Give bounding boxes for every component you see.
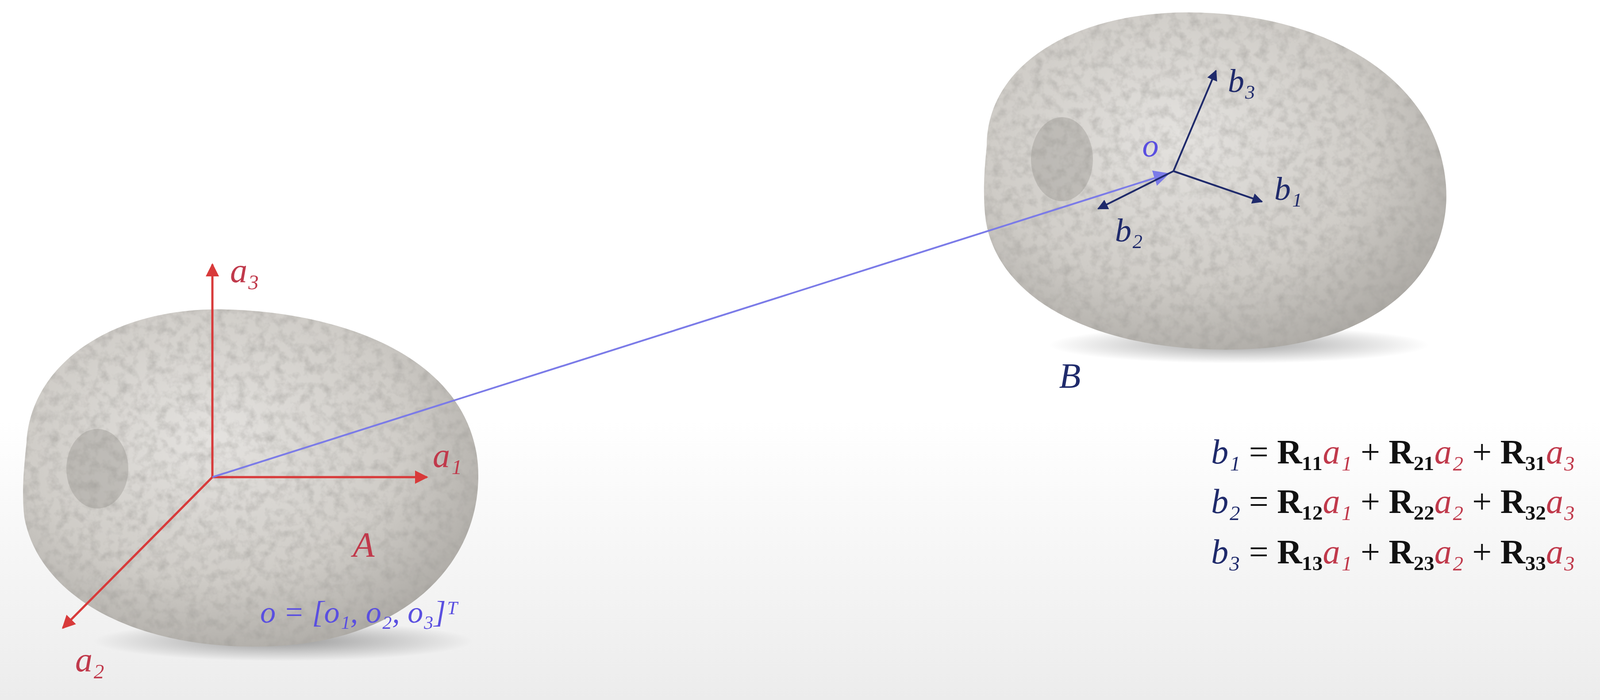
axis-label: a₁ (432, 435, 462, 476)
rotation-equation: b₃ = R₁₃a₁ + R₂₃a₂ + R₃₃a₃ (1211, 532, 1576, 573)
equation-term: R₂₃ (1388, 532, 1435, 572)
vector-definition: o = [o₁, o₂, o₃]ᵀ (260, 595, 458, 631)
equation-term: R₁₃ (1276, 532, 1323, 572)
frame-name: A (353, 524, 375, 566)
equation-term: R₃₁ (1500, 432, 1547, 472)
rotation-equation: b₂ = R₁₂a₁ + R₂₂a₂ + R₃₂a₃ (1211, 481, 1576, 522)
axis-label: a₃ (230, 250, 260, 291)
equation-term: R₃₂ (1500, 482, 1547, 521)
translation-vector (212, 173, 1169, 478)
rock-b (984, 12, 1447, 364)
axis-label: b₃ (1227, 62, 1256, 100)
vector-label: o (1142, 126, 1159, 165)
equation-term: a₃ (1546, 432, 1576, 472)
axis-label: b₂ (1115, 211, 1143, 250)
equation-term: R₂₁ (1388, 432, 1435, 472)
frame-name: B (1059, 355, 1081, 397)
frame-a-axes (62, 264, 427, 629)
rock-a (23, 309, 479, 662)
equation-term: a₂ (1434, 432, 1464, 472)
equation-term: b₃ (1211, 532, 1241, 572)
equation-term: R₂₂ (1388, 482, 1435, 521)
equation-term: a₁ (1322, 482, 1352, 521)
rotation-equation: b₁ = R₁₁a₁ + R₂₁a₂ + R₃₁a₃ (1211, 432, 1576, 473)
axis-label: b₁ (1274, 170, 1303, 208)
equation-term: a₃ (1546, 482, 1576, 521)
equation-term: a₁ (1322, 432, 1352, 472)
equation-term: R₃₃ (1500, 532, 1547, 572)
equation-term: a₁ (1322, 532, 1352, 572)
equation-term: b₁ (1211, 432, 1241, 472)
equation-term: R₁₂ (1276, 482, 1323, 521)
equation-term: R₁₁ (1276, 432, 1323, 472)
equation-term: a₂ (1434, 482, 1464, 521)
equation-term: a₂ (1434, 532, 1464, 572)
equation-term: a₃ (1546, 532, 1576, 572)
axis-label: a₂ (75, 640, 105, 681)
equation-term: b₂ (1211, 482, 1241, 521)
